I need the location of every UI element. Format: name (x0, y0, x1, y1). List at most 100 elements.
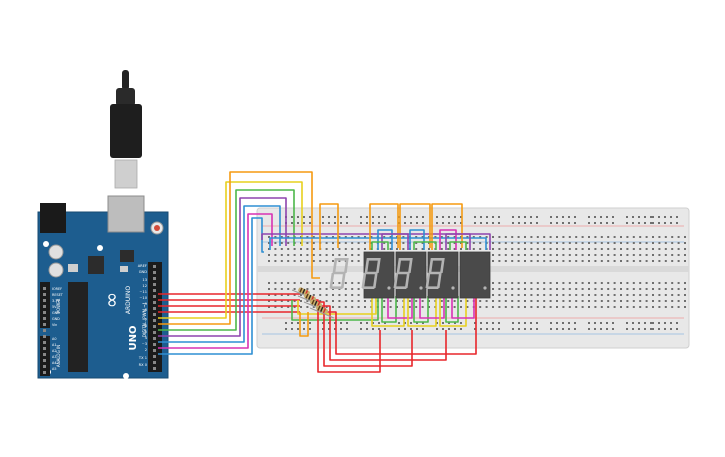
pin-label-8: 8 (145, 308, 148, 312)
wire-green-7[interactable] (413, 296, 429, 323)
segment-dp (451, 286, 455, 290)
resistor-4[interactable] (309, 305, 335, 319)
pin-label-13: 13 (142, 278, 147, 282)
segment-a (367, 258, 380, 261)
segment-g (332, 271, 345, 275)
pin-label-a3: A3 (52, 355, 56, 359)
pin-label-gnd2: GND (52, 317, 60, 321)
wire-yellow-2[interactable] (297, 296, 377, 315)
arduino-uno-board[interactable]: ∞ ARDUINO UNO DIGITAL (PWM ~) POWER ANAL… (37, 70, 169, 379)
wire-orange-5[interactable] (431, 203, 463, 250)
segment-e (361, 273, 367, 288)
segment-dp (419, 286, 423, 290)
wire-red-7[interactable] (320, 305, 447, 361)
segment-g (364, 271, 377, 275)
wire-yellow-5[interactable] (439, 296, 467, 327)
pin-label-aref: AREF (138, 264, 147, 268)
wire-red-8[interactable] (326, 296, 477, 355)
segment-a (431, 258, 444, 261)
wire-orange-2[interactable] (319, 203, 339, 250)
wire-orange-1[interactable] (158, 171, 320, 325)
pin-label-a4: A4 (52, 361, 56, 365)
wire-green-4[interactable] (449, 241, 467, 250)
wire-green-8[interactable] (445, 296, 459, 323)
wire-green-6[interactable] (381, 296, 397, 323)
segment-a (399, 258, 412, 261)
segment-e (425, 273, 431, 288)
atmega-chip (68, 282, 88, 372)
wire-blue-2[interactable] (158, 217, 264, 355)
wire-green-3[interactable] (413, 241, 437, 250)
pin-label-gnd1: GND (52, 311, 60, 315)
pin-label-1: TX 1 (138, 356, 147, 360)
segment-e (393, 273, 399, 288)
pin-label-10: ~10 (139, 296, 147, 300)
segment-b (440, 258, 445, 273)
usb-cable (110, 70, 142, 189)
wire-green-5[interactable] (291, 296, 379, 321)
pin-label-ioref: IOREF (52, 287, 62, 291)
pin-label-3v3: 3.3V (52, 299, 60, 303)
wire-magenta-5[interactable] (451, 296, 475, 319)
pin-label-a1: A1 (52, 343, 56, 347)
segment-c (340, 273, 346, 288)
wire-magenta-4[interactable] (419, 296, 445, 319)
pin-label-a5: A5 (52, 367, 56, 371)
usb-port (107, 195, 145, 233)
segment-f (364, 258, 370, 273)
resistors[interactable] (291, 287, 335, 319)
segment-a (335, 258, 348, 261)
segment-g (428, 271, 441, 275)
wire-magenta-2[interactable] (439, 229, 457, 250)
pin-label-2: 2 (145, 348, 147, 352)
wire-blue-5[interactable] (409, 229, 425, 250)
segment-f (332, 258, 338, 273)
wire-magenta-1[interactable] (158, 213, 273, 349)
pin-label-reset: RESET (52, 293, 64, 297)
seven-segment-displays[interactable]: 8.8.8.8. (329, 251, 491, 299)
segment-b (408, 258, 413, 273)
segment-c (372, 273, 378, 288)
segment-f (428, 258, 434, 273)
pin-label-6: ~6 (142, 324, 148, 328)
power-header-label: POWER (56, 298, 61, 313)
pin-label-3: ~3 (142, 342, 147, 346)
segment-d (394, 286, 407, 289)
wire-green-2[interactable] (371, 241, 389, 250)
pin-label-7: 7 (145, 318, 147, 322)
wire-yellow-1[interactable] (158, 181, 303, 319)
wire-orange-3[interactable] (369, 203, 399, 250)
arduino-model-label: UNO (128, 326, 139, 351)
segment-dp (387, 286, 391, 290)
wire-purple-2[interactable] (261, 233, 491, 250)
pin-label-5: ~5 (142, 330, 147, 334)
pin-label-12: 12 (142, 284, 147, 288)
header-pins (43, 265, 156, 374)
wire-blue-1[interactable] (158, 205, 281, 343)
wire-yellow-3[interactable] (371, 296, 405, 327)
segment-b (344, 258, 349, 273)
wire-green-1[interactable] (158, 189, 295, 331)
segment-c (404, 273, 410, 288)
pin-label-gnd: GND (139, 270, 147, 274)
arduino-logo: ∞ (99, 292, 123, 309)
segment-e (329, 273, 335, 288)
segment-d (330, 286, 343, 289)
arduino-brand-label: ARDUINO (125, 286, 132, 315)
pin-label-a2: A2 (52, 349, 56, 353)
pin-label-4: 4 (145, 336, 148, 340)
pin-label-0: RX 0 (139, 363, 148, 367)
wire-orange-4[interactable] (399, 203, 431, 250)
wire-purple-1[interactable] (158, 197, 287, 337)
pin-label-11: ~11 (139, 290, 147, 294)
seven-segment-digit-4[interactable]: 8. (425, 251, 491, 299)
wire-magenta-3[interactable] (387, 296, 413, 319)
wire-yellow-4[interactable] (407, 296, 437, 327)
wire-orange-6[interactable] (299, 312, 309, 337)
analog-header-label: ANALOG IN (56, 345, 61, 367)
wire-blue-4[interactable] (377, 229, 393, 250)
power-jack (40, 203, 66, 233)
wire-purple-4[interactable] (445, 233, 471, 250)
